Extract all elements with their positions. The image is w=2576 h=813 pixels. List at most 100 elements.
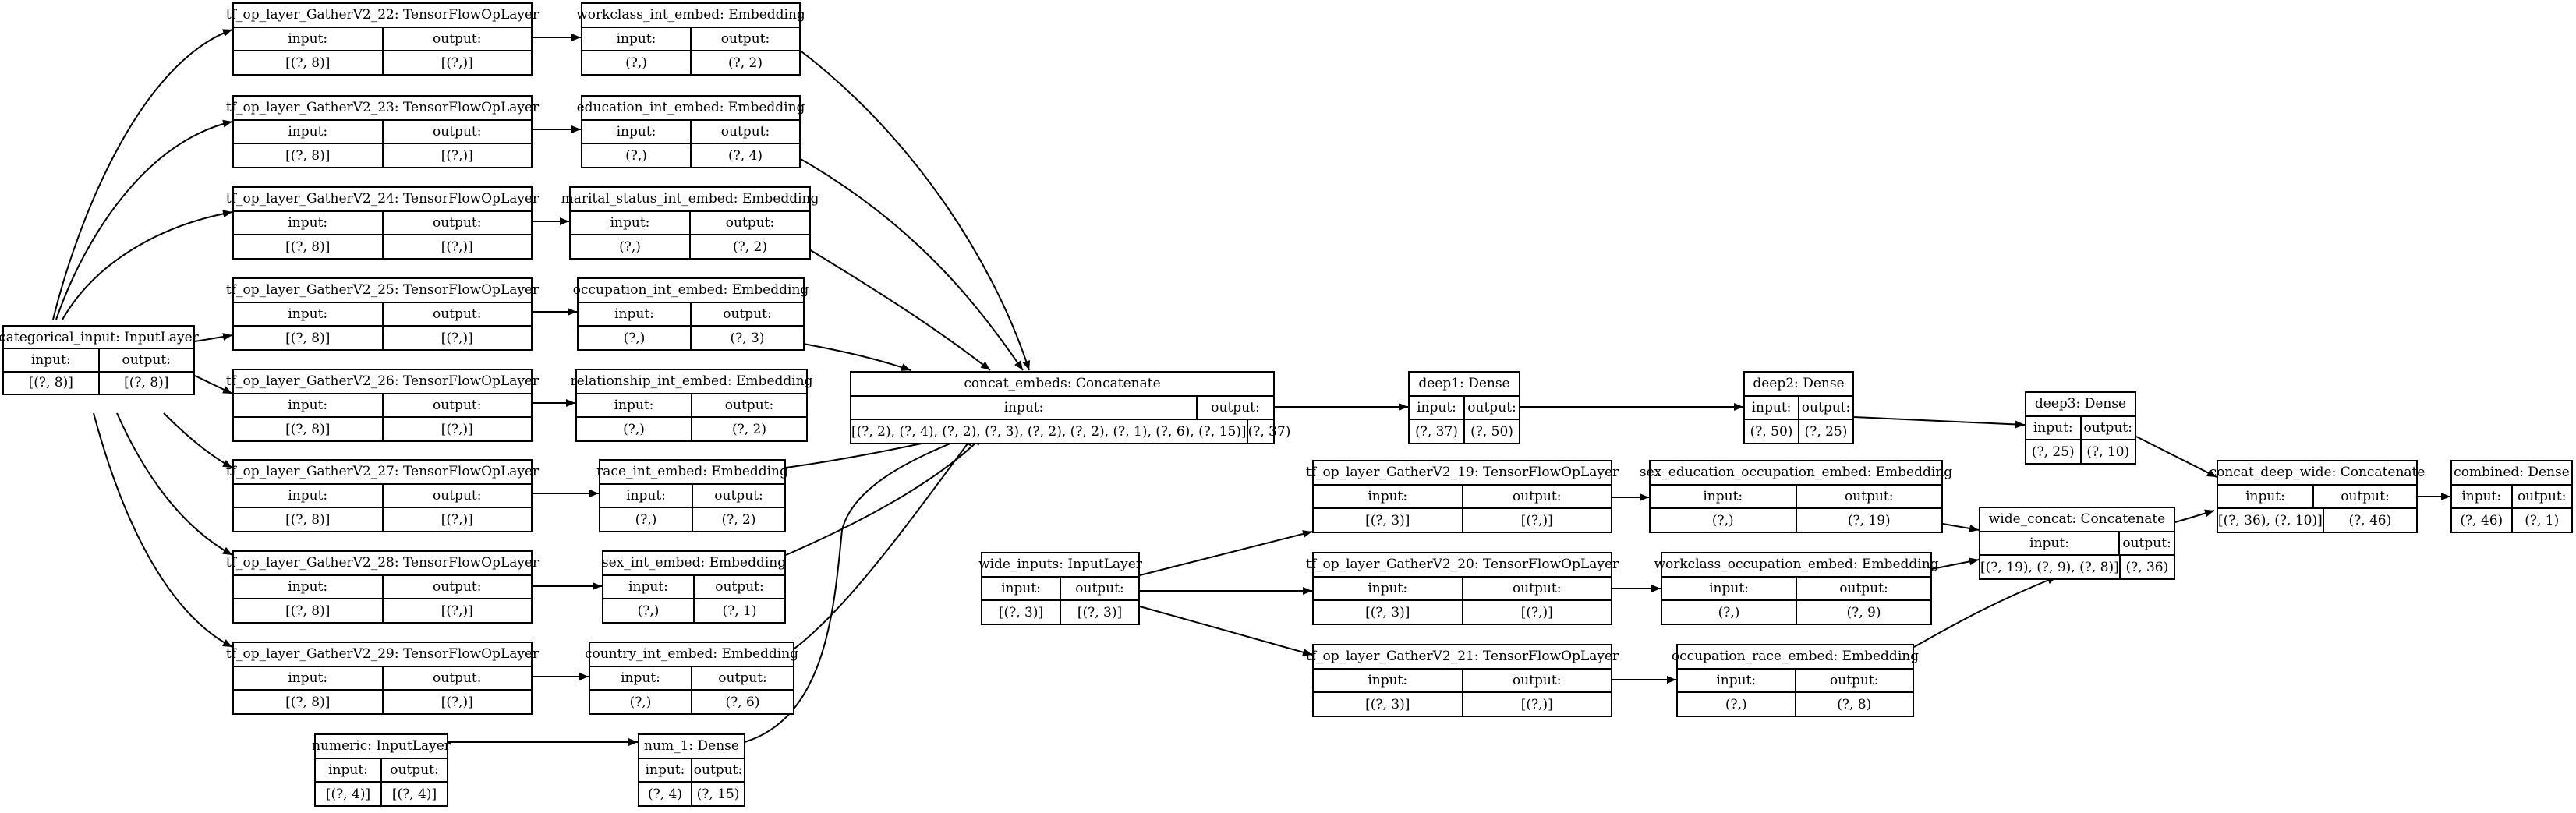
- input-label: input:: [288, 670, 328, 686]
- input-label: input:: [614, 306, 654, 322]
- edge-deep3-concatdw: [2135, 436, 2217, 478]
- node-title: tf_op_layer_GatherV2_25: TensorFlowOpLay…: [226, 279, 539, 303]
- output-label: output:: [691, 666, 793, 690]
- node-title: occupation_int_embed: Embedding: [573, 279, 809, 303]
- output-label: output:: [380, 758, 447, 782]
- node-title: deep3: Dense: [2026, 393, 2135, 417]
- output-shape: [(?, 4)]: [380, 783, 447, 806]
- input-label: input:: [288, 124, 328, 140]
- node-title: tf_op_layer_GatherV2_20: TensorFlowOpLay…: [1306, 553, 1619, 578]
- output-shape: (?, 2): [692, 508, 784, 532]
- input-shape: (?,): [1718, 604, 1740, 620]
- input-shape: [(?, 19), (?, 9), (?, 8)]: [1980, 559, 2119, 575]
- edge-cat-gather29: [93, 412, 233, 648]
- output-shape: (?, 25): [1798, 420, 1852, 444]
- input-label: input:: [1709, 581, 1749, 596]
- input-label: input:: [2245, 489, 2285, 504]
- output-label: output:: [1794, 669, 1913, 692]
- node-title: tf_op_layer_GatherV2_29: TensorFlowOpLay…: [226, 643, 539, 667]
- input-label: input:: [1368, 581, 1408, 596]
- output-label: output:: [693, 575, 784, 599]
- node-title: deep2: Dense: [1745, 373, 1852, 397]
- output-label: output:: [690, 302, 803, 326]
- output-shape: (?, 9): [1796, 601, 1930, 624]
- input-label: input:: [645, 762, 685, 778]
- output-label: output:: [2511, 485, 2572, 508]
- node-gather25: tf_op_layer_GatherV2_25: TensorFlowOpLay…: [226, 277, 539, 351]
- input-shape: [(?, 36), (?, 10)]: [2218, 512, 2323, 528]
- node-title: concat_embeds: Concatenate: [851, 373, 1273, 397]
- input-shape: (?, 37): [1415, 423, 1458, 440]
- output-shape: (?, 3): [690, 327, 803, 350]
- output-label: output:: [381, 211, 532, 235]
- node-title: numeric: InputLayer: [312, 735, 451, 759]
- output-shape: (?, 1): [693, 599, 784, 623]
- input-label: input:: [1368, 489, 1408, 504]
- input-shape: (?, 50): [1750, 423, 1793, 440]
- input-label: input:: [288, 488, 328, 504]
- output-label: output:: [381, 302, 532, 326]
- input-label: input:: [288, 579, 328, 595]
- input-shape: (?, 46): [2460, 512, 2503, 528]
- output-shape: [(?,)]: [381, 691, 532, 714]
- input-shape: [(?, 2), (?, 4), (?, 2), (?, 3), (?, 2),…: [851, 423, 1247, 440]
- edge-workclass-concat: [794, 46, 1031, 371]
- input-label: input:: [288, 31, 328, 47]
- input-label: input:: [1368, 673, 1408, 688]
- edge-cat-gather25: [194, 333, 233, 342]
- input-label: input:: [2033, 420, 2073, 436]
- output-shape: [(?,)]: [1461, 601, 1612, 624]
- output-label: output:: [690, 120, 799, 143]
- output-label: output:: [1463, 396, 1519, 419]
- node-title: wide_concat: Concatenate: [1980, 508, 2174, 532]
- node-gather29: tf_op_layer_GatherV2_29: TensorFlowOpLay…: [226, 642, 539, 715]
- input-label: input:: [626, 488, 666, 504]
- output-shape: [(?, 3)]: [1060, 601, 1138, 624]
- input-shape: [(?, 8)]: [285, 421, 331, 437]
- input-shape: [(?, 3)]: [1365, 696, 1410, 712]
- output-label: output:: [1796, 577, 1930, 600]
- input-label: input:: [2029, 536, 2069, 551]
- output-label: output:: [381, 394, 532, 417]
- edge-sex-concat: [785, 436, 983, 556]
- input-label: input:: [1001, 581, 1041, 596]
- node-sex-edu-occ-embed: sex_education_occupation_embed: Embeddin…: [1640, 460, 1952, 533]
- node-title: combined: Dense: [2452, 461, 2571, 486]
- node-gather23: tf_op_layer_GatherV2_23: TensorFlowOpLay…: [226, 95, 539, 168]
- node-title: workclass_occupation_embed: Embedding: [1654, 553, 1939, 578]
- node-title: occupation_race_embed: Embedding: [1672, 645, 1919, 670]
- output-shape: (?, 4): [690, 144, 799, 168]
- input-label: input:: [1751, 400, 1792, 415]
- edge-cat-gather22: [52, 29, 233, 320]
- node-gather20: tf_op_layer_GatherV2_20: TensorFlowOpLay…: [1306, 552, 1619, 625]
- node-title: tf_op_layer_GatherV2_21: TensorFlowOpLay…: [1306, 645, 1619, 670]
- input-label: input:: [616, 31, 656, 47]
- input-shape: [(?, 3)]: [998, 604, 1044, 620]
- output-shape: (?, 36): [2118, 556, 2174, 579]
- input-shape: [(?, 3)]: [1365, 512, 1410, 528]
- input-shape: (?,): [1711, 512, 1734, 528]
- node-title: tf_op_layer_GatherV2_19: TensorFlowOpLay…: [1306, 461, 1619, 486]
- node-gather26: tf_op_layer_GatherV2_26: TensorFlowOpLay…: [226, 369, 539, 442]
- output-shape: (?, 10): [2079, 440, 2135, 464]
- edge-cat-gather28: [116, 412, 233, 556]
- input-shape: [(?, 4)]: [325, 786, 371, 802]
- input-label: input:: [288, 398, 328, 413]
- input-shape: [(?, 8)]: [28, 375, 73, 391]
- output-label: output:: [381, 666, 532, 690]
- input-shape: (?,): [619, 239, 641, 255]
- input-shape: (?,): [623, 421, 645, 437]
- node-title: deep1: Dense: [1410, 373, 1519, 397]
- edge-wideconcat-concatdw: [2174, 509, 2215, 523]
